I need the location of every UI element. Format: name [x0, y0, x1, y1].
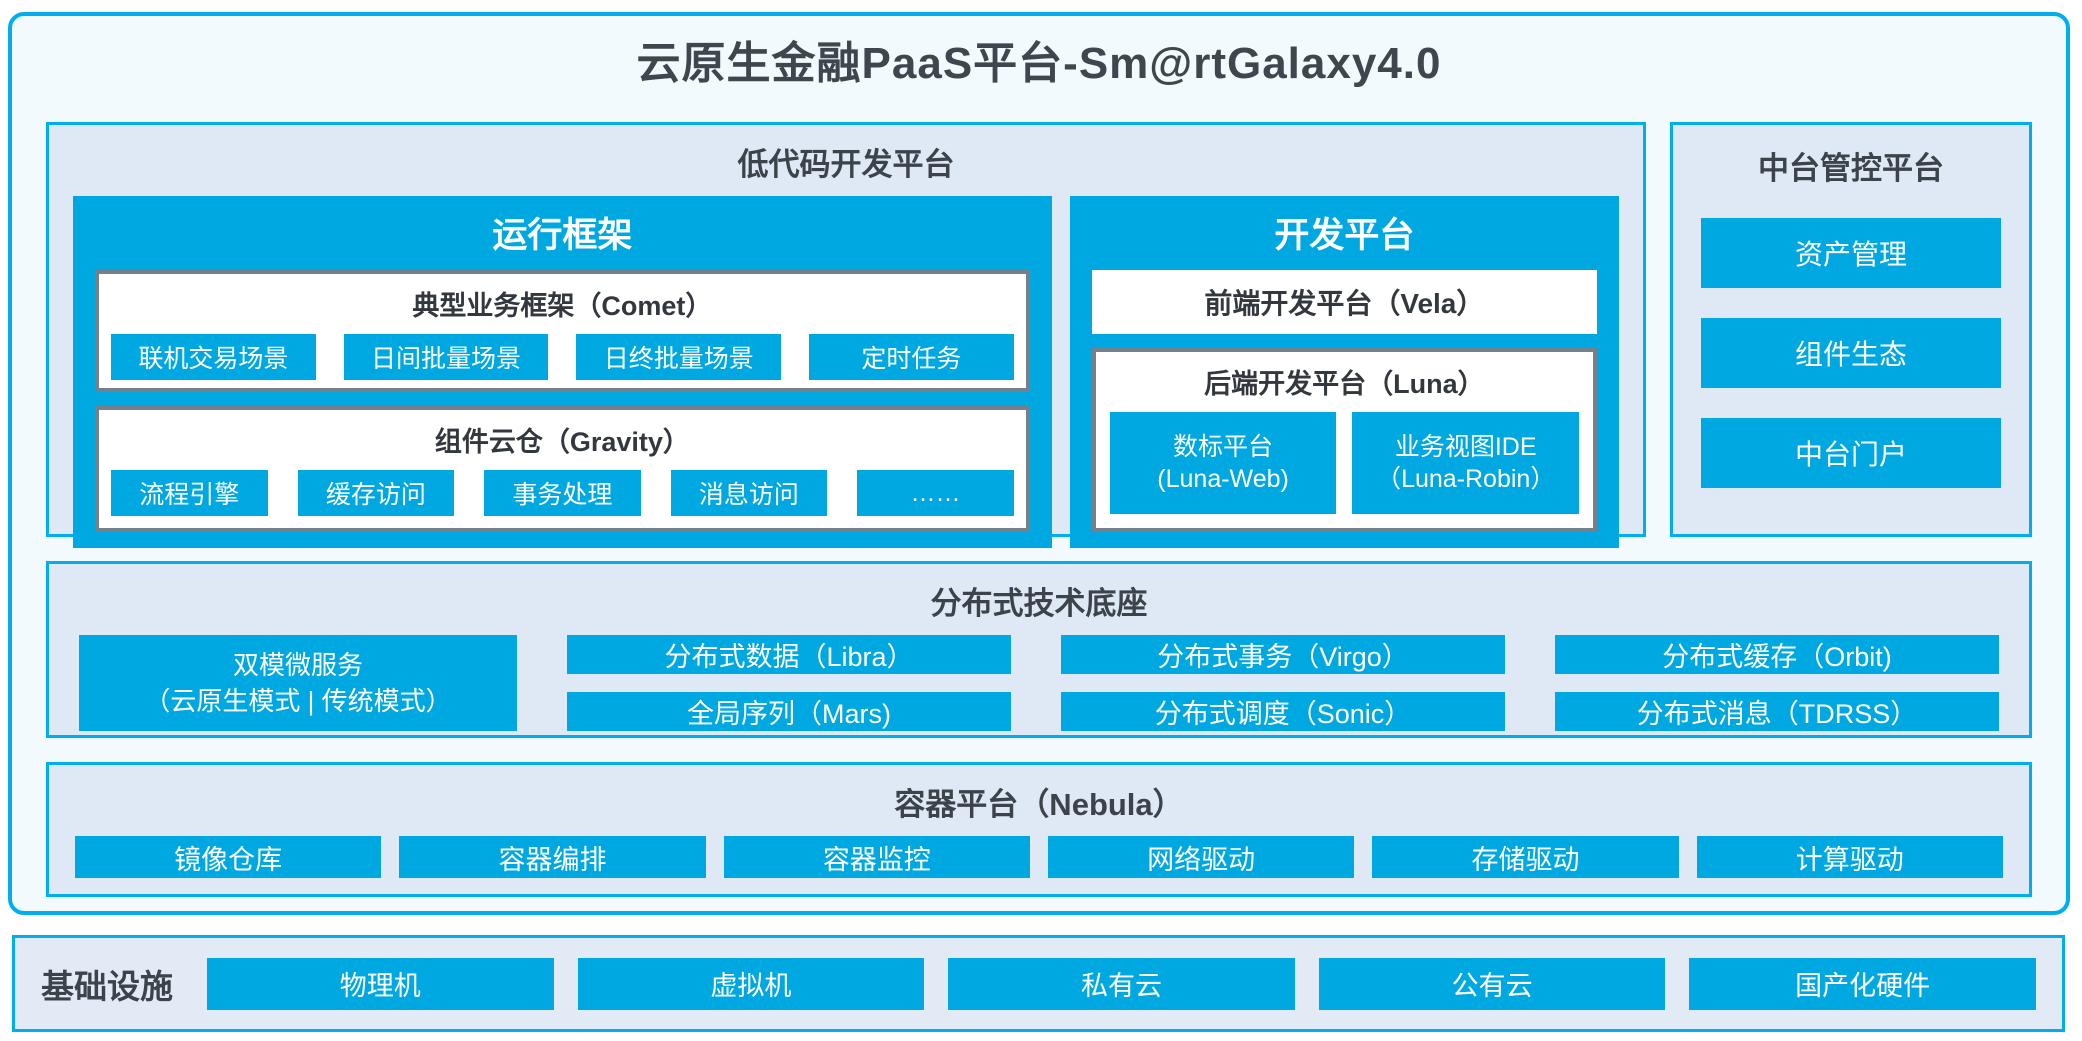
- section-distributed-base: 分布式技术底座 双模微服务 （云原生模式 | 传统模式） 分布式数据（Libra…: [46, 561, 2032, 738]
- luna-robin-line2: （Luna-Robin）: [1376, 465, 1556, 493]
- panel-dev-platform: 开发平台 前端开发平台（Vela） 后端开发平台（Luna） 数标平台 (Lun…: [1069, 196, 1619, 548]
- page-title: 云原生金融PaaS平台-Sm@rtGalaxy4.0: [636, 39, 1442, 88]
- chip-scheduled-task: 定时任务: [809, 334, 1014, 380]
- chip-transaction-processing: 事务处理: [484, 470, 641, 516]
- gravity-title: 组件云仓（Gravity）: [434, 427, 690, 457]
- btn-mid-platform-portal: 中台门户: [1701, 418, 2001, 488]
- btn-compute-driver: 计算驱动: [1696, 836, 2003, 878]
- btn-network-driver: 网络驱动: [1047, 836, 1355, 878]
- platform-container: 云原生金融PaaS平台-Sm@rtGalaxy4.0 低代码开发平台 运行框架 …: [8, 12, 2070, 915]
- chip-ellipsis: ……: [857, 470, 1014, 516]
- btn-distributed-data-libra: 分布式数据（Libra）: [567, 635, 1011, 674]
- dual-mode-line1: 双模微服务: [232, 649, 363, 680]
- chip-online-trading: 联机交易场景: [111, 334, 316, 380]
- luna-box: 后端开发平台（Luna） 数标平台 (Luna-Web) 业务视图IDE （Lu…: [1091, 348, 1597, 532]
- chip-cache-access: 缓存访问: [297, 470, 455, 516]
- section-container-platform: 容器平台（Nebula） 镜像仓库 容器编排 容器监控 网络驱动 存储驱动 计算…: [46, 762, 2032, 897]
- top-row: 低代码开发平台 运行框架 典型业务框架（Comet） 联机交易场景 日间批量场景…: [46, 122, 2032, 548]
- distributed-col-1: 分布式数据（Libra） 全局序列（Mars): [567, 635, 1011, 731]
- chip-luna-robin: 业务视图IDE （Luna-Robin）: [1352, 412, 1580, 514]
- section-low-code-platform: 低代码开发平台 运行框架 典型业务框架（Comet） 联机交易场景 日间批量场景…: [46, 122, 1646, 548]
- comet-box: 典型业务框架（Comet） 联机交易场景 日间批量场景 日终批量场景 定时任务: [95, 270, 1030, 392]
- distributed-col-3: 分布式缓存（Orbit) 分布式消息（TDRSS）: [1555, 635, 1999, 731]
- btn-physical-machine: 物理机: [207, 957, 554, 1010]
- luna-robin-line1: 业务视图IDE: [1394, 432, 1537, 461]
- chip-endofday-batch: 日终批量场景: [576, 334, 782, 380]
- btn-domestic-hardware: 国产化硬件: [1689, 957, 2036, 1010]
- container-platform-title: 容器平台（Nebula）: [894, 787, 1184, 822]
- section-infrastructure: 基础设施 物理机 虚拟机 私有云 公有云 国产化硬件: [12, 935, 2065, 1032]
- luna-web-line2: (Luna-Web): [1157, 465, 1289, 493]
- chip-daytime-batch: 日间批量场景: [343, 334, 549, 380]
- btn-public-cloud: 公有云: [1318, 957, 1666, 1010]
- btn-container-orchestration: 容器编排: [399, 836, 706, 878]
- btn-distributed-cache-orbit: 分布式缓存（Orbit): [1555, 635, 1999, 674]
- section-mid-platform-control: 中台管控平台 资产管理 组件生态 中台门户: [1670, 122, 2032, 537]
- luna-chips: 数标平台 (Luna-Web) 业务视图IDE （Luna-Robin）: [1109, 412, 1580, 514]
- btn-private-cloud: 私有云: [948, 957, 1295, 1010]
- btn-storage-driver: 存储驱动: [1372, 836, 1679, 878]
- btn-image-registry: 镜像仓库: [75, 836, 382, 878]
- low-code-panels: 运行框架 典型业务框架（Comet） 联机交易场景 日间批量场景 日终批量场景 …: [73, 196, 1619, 548]
- btn-distributed-message-tdrss: 分布式消息（TDRSS）: [1555, 692, 1999, 731]
- btn-asset-management: 资产管理: [1701, 218, 2001, 288]
- chip-process-engine: 流程引擎: [111, 470, 268, 516]
- infrastructure-label: 基础设施: [41, 967, 173, 1005]
- distributed-row: 双模微服务 （云原生模式 | 传统模式） 分布式数据（Libra） 全局序列（M…: [79, 635, 1999, 731]
- btn-container-monitoring: 容器监控: [723, 836, 1030, 878]
- container-row: 镜像仓库 容器编排 容器监控 网络驱动 存储驱动 计算驱动: [75, 836, 2003, 878]
- btn-distributed-transaction-virgo: 分布式事务（Virgo）: [1061, 635, 1505, 674]
- vela-box: 前端开发平台（Vela）: [1091, 270, 1597, 334]
- comet-title: 典型业务框架（Comet）: [412, 291, 713, 321]
- chip-message-access: 消息访问: [670, 470, 828, 516]
- gravity-chips: 流程引擎 缓存访问 事务处理 消息访问 ……: [111, 470, 1014, 516]
- btn-global-sequence-mars: 全局序列（Mars): [567, 692, 1011, 731]
- runtime-title: 运行框架: [492, 216, 633, 255]
- panel-runtime-framework: 运行框架 典型业务框架（Comet） 联机交易场景 日间批量场景 日终批量场景 …: [73, 196, 1052, 548]
- btn-dual-mode-microservice: 双模微服务 （云原生模式 | 传统模式）: [79, 635, 517, 731]
- mid-platform-title: 中台管控平台: [1758, 151, 1944, 186]
- btn-component-ecosystem: 组件生态: [1701, 318, 2001, 388]
- chip-luna-web: 数标平台 (Luna-Web): [1109, 412, 1337, 514]
- dual-mode-line2: （云原生模式 | 传统模式）: [144, 686, 452, 716]
- btn-distributed-scheduling-sonic: 分布式调度（Sonic）: [1061, 692, 1505, 731]
- luna-title: 后端开发平台（Luna）: [1204, 369, 1485, 399]
- low-code-title: 低代码开发平台: [737, 147, 955, 182]
- comet-chips: 联机交易场景 日间批量场景 日终批量场景 定时任务: [111, 334, 1014, 380]
- distributed-col-2: 分布式事务（Virgo） 分布式调度（Sonic）: [1061, 635, 1505, 731]
- distributed-title: 分布式技术底座: [930, 586, 1148, 621]
- btn-virtual-machine: 虚拟机: [577, 957, 925, 1010]
- dev-platform-title: 开发平台: [1274, 216, 1415, 255]
- luna-web-line1: 数标平台: [1173, 432, 1274, 461]
- gravity-box: 组件云仓（Gravity） 流程引擎 缓存访问 事务处理 消息访问 ……: [95, 406, 1030, 532]
